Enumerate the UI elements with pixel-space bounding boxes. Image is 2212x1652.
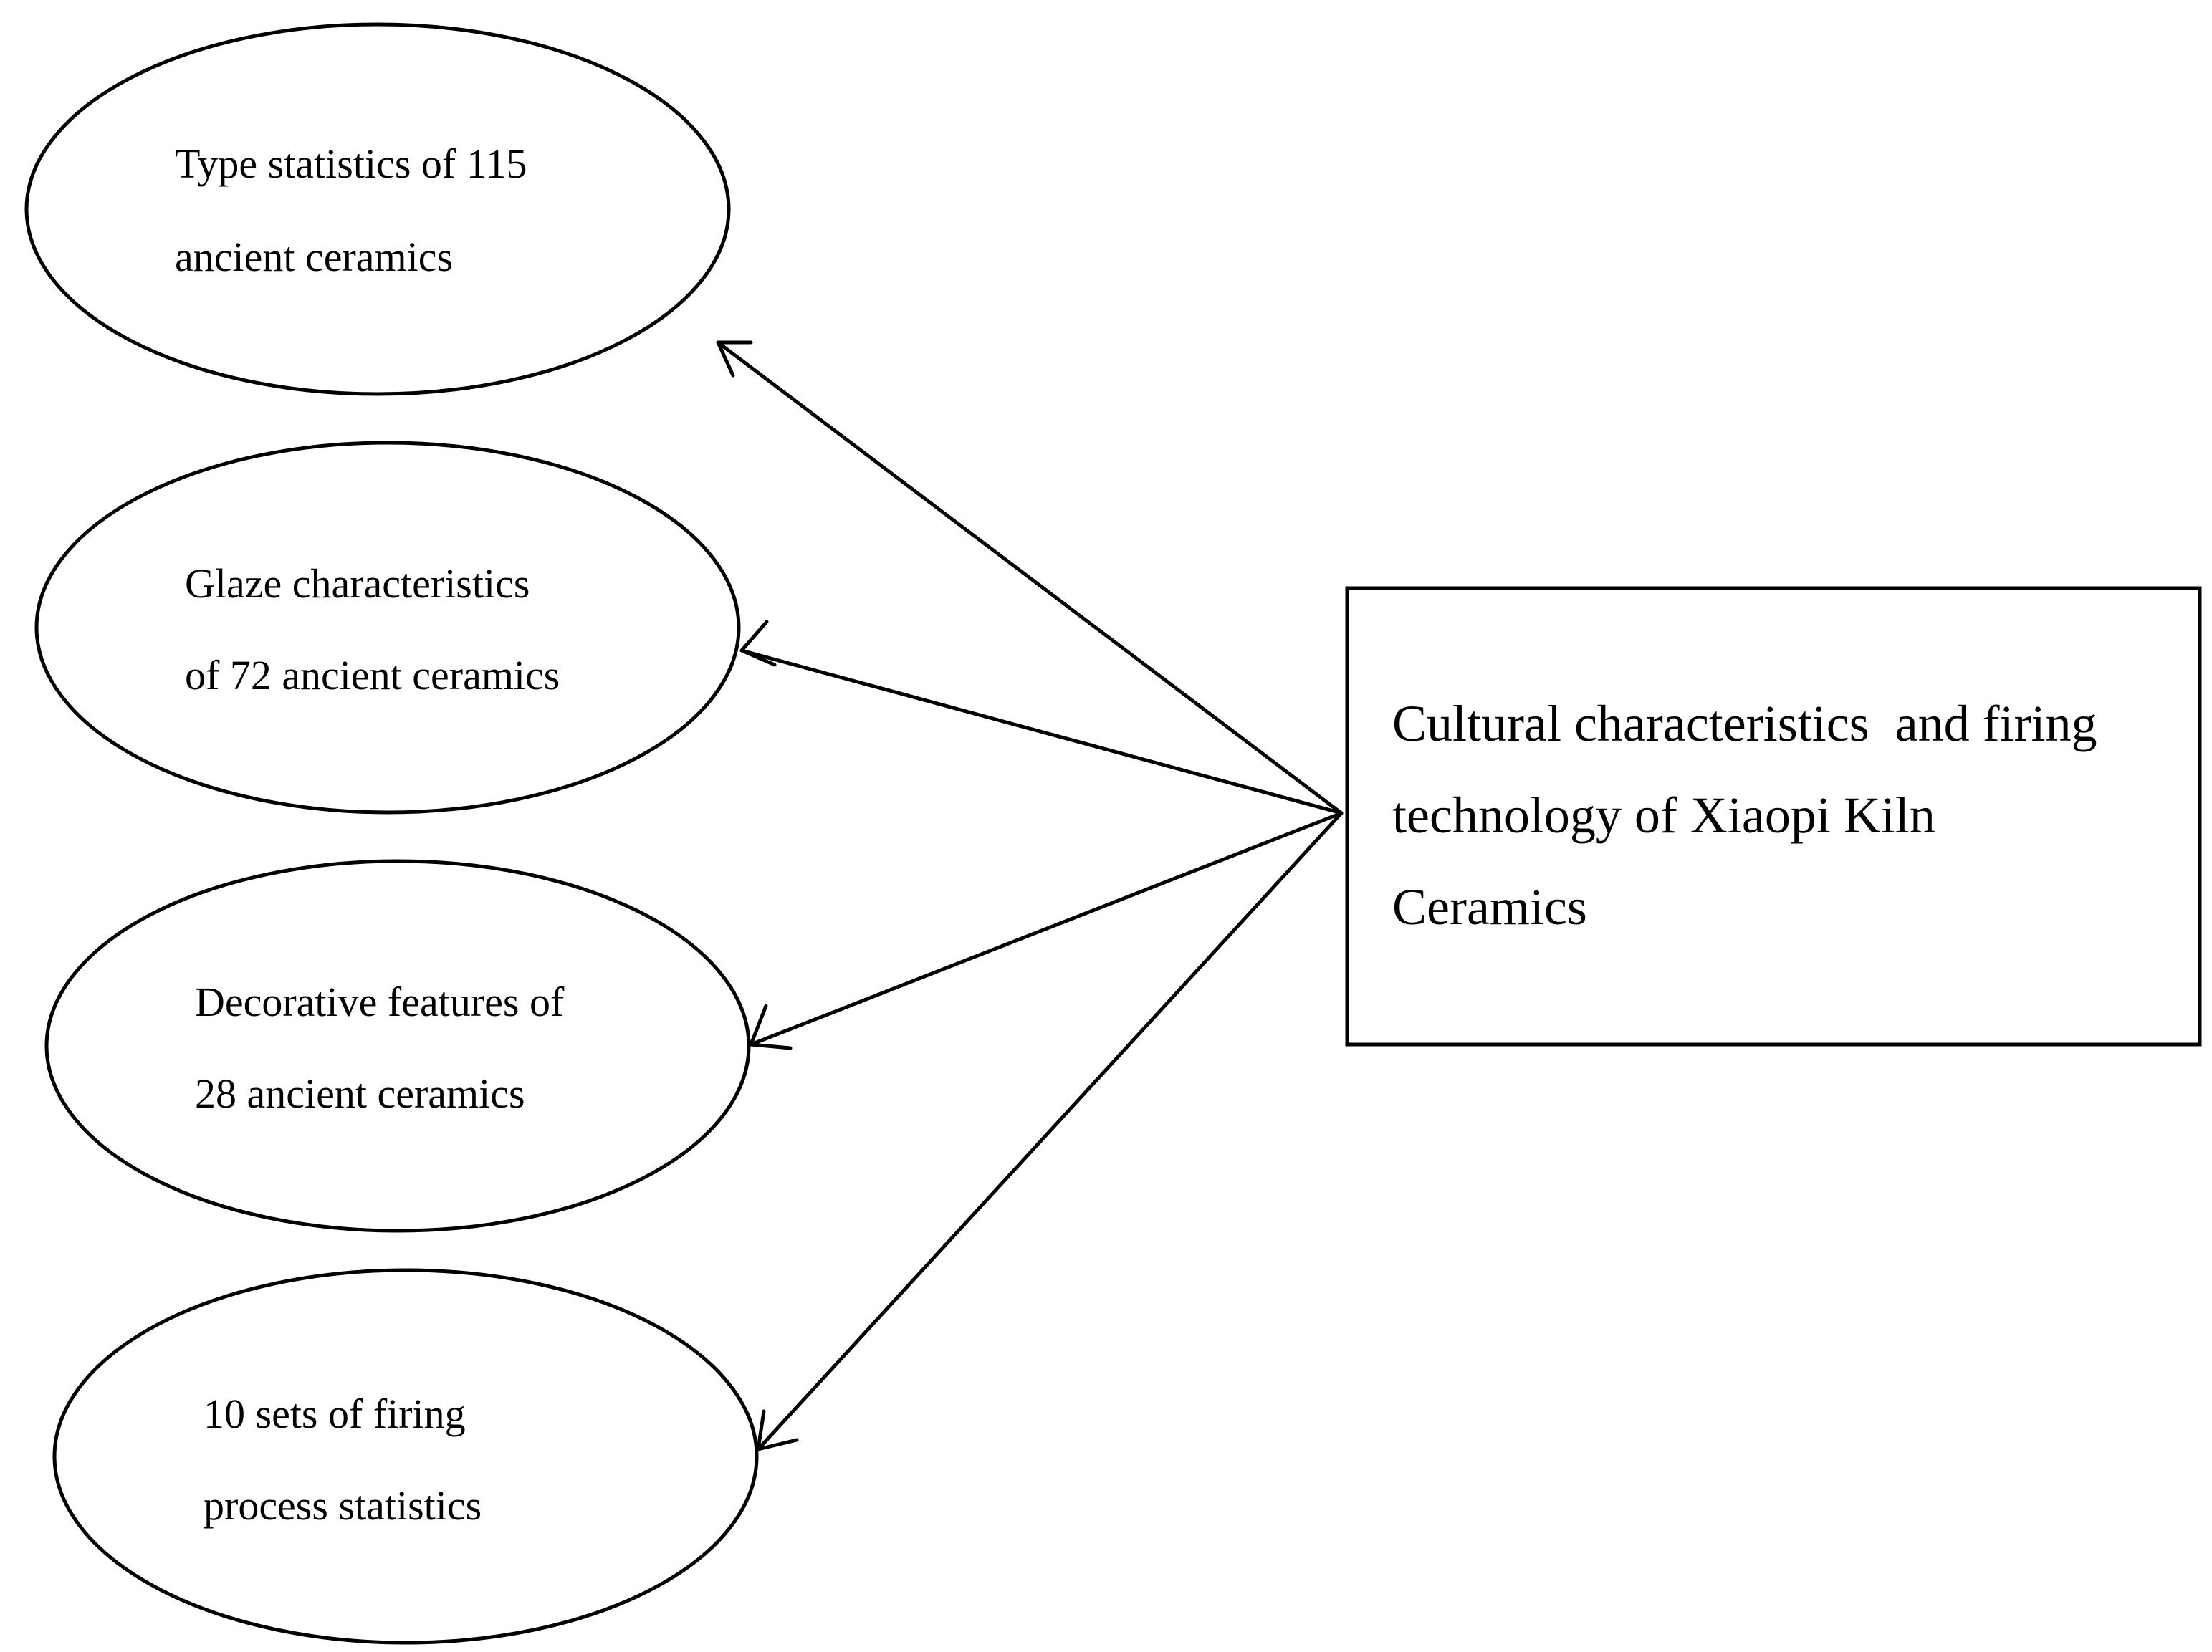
target-line-1: Cultural characteristics and firing <box>1392 695 2097 752</box>
target-line-3: Ceramics <box>1392 878 1587 936</box>
target-node: Cultural characteristics and firing tech… <box>1345 586 2202 1047</box>
source-2-line-2: of 72 ancient ceramics <box>185 652 560 698</box>
target-line-2: technology of Xiaopi Kiln <box>1392 787 1935 844</box>
arrowhead-3 <box>749 1004 793 1050</box>
connector-2 <box>739 648 1344 815</box>
connector-4 <box>756 811 1344 1451</box>
source-node-1: Type statistics of 115 ancient ceramics <box>24 22 731 396</box>
source-ellipse-4 <box>52 1268 759 1645</box>
connectors <box>716 340 1344 1451</box>
source-ellipse-1 <box>24 22 731 396</box>
source-node-4: 10 sets of firing process statistics <box>52 1268 759 1645</box>
connector-1 <box>716 340 1344 815</box>
connector-3 <box>749 811 1344 1047</box>
arrowhead-1 <box>716 340 753 378</box>
source-ellipse-2 <box>34 441 741 815</box>
arrowhead-2 <box>739 620 777 667</box>
source-4-line-2: process statistics <box>204 1482 482 1529</box>
source-2-line-1: Glaze characteristics <box>185 560 530 607</box>
source-3-line-2: 28 ancient ceramics <box>195 1070 525 1117</box>
source-node-2: Glaze characteristics of 72 ancient cera… <box>34 441 741 815</box>
source-4-line-1: 10 sets of firing <box>204 1391 466 1437</box>
source-1-line-2: ancient ceramics <box>175 234 453 280</box>
source-1-line-1: Type statistics of 115 <box>175 140 527 187</box>
source-3-line-1: Decorative features of <box>195 979 565 1025</box>
target-box <box>1345 586 2202 1047</box>
source-ellipse-3 <box>44 859 751 1233</box>
source-node-3: Decorative features of 28 ancient cerami… <box>44 859 751 1233</box>
